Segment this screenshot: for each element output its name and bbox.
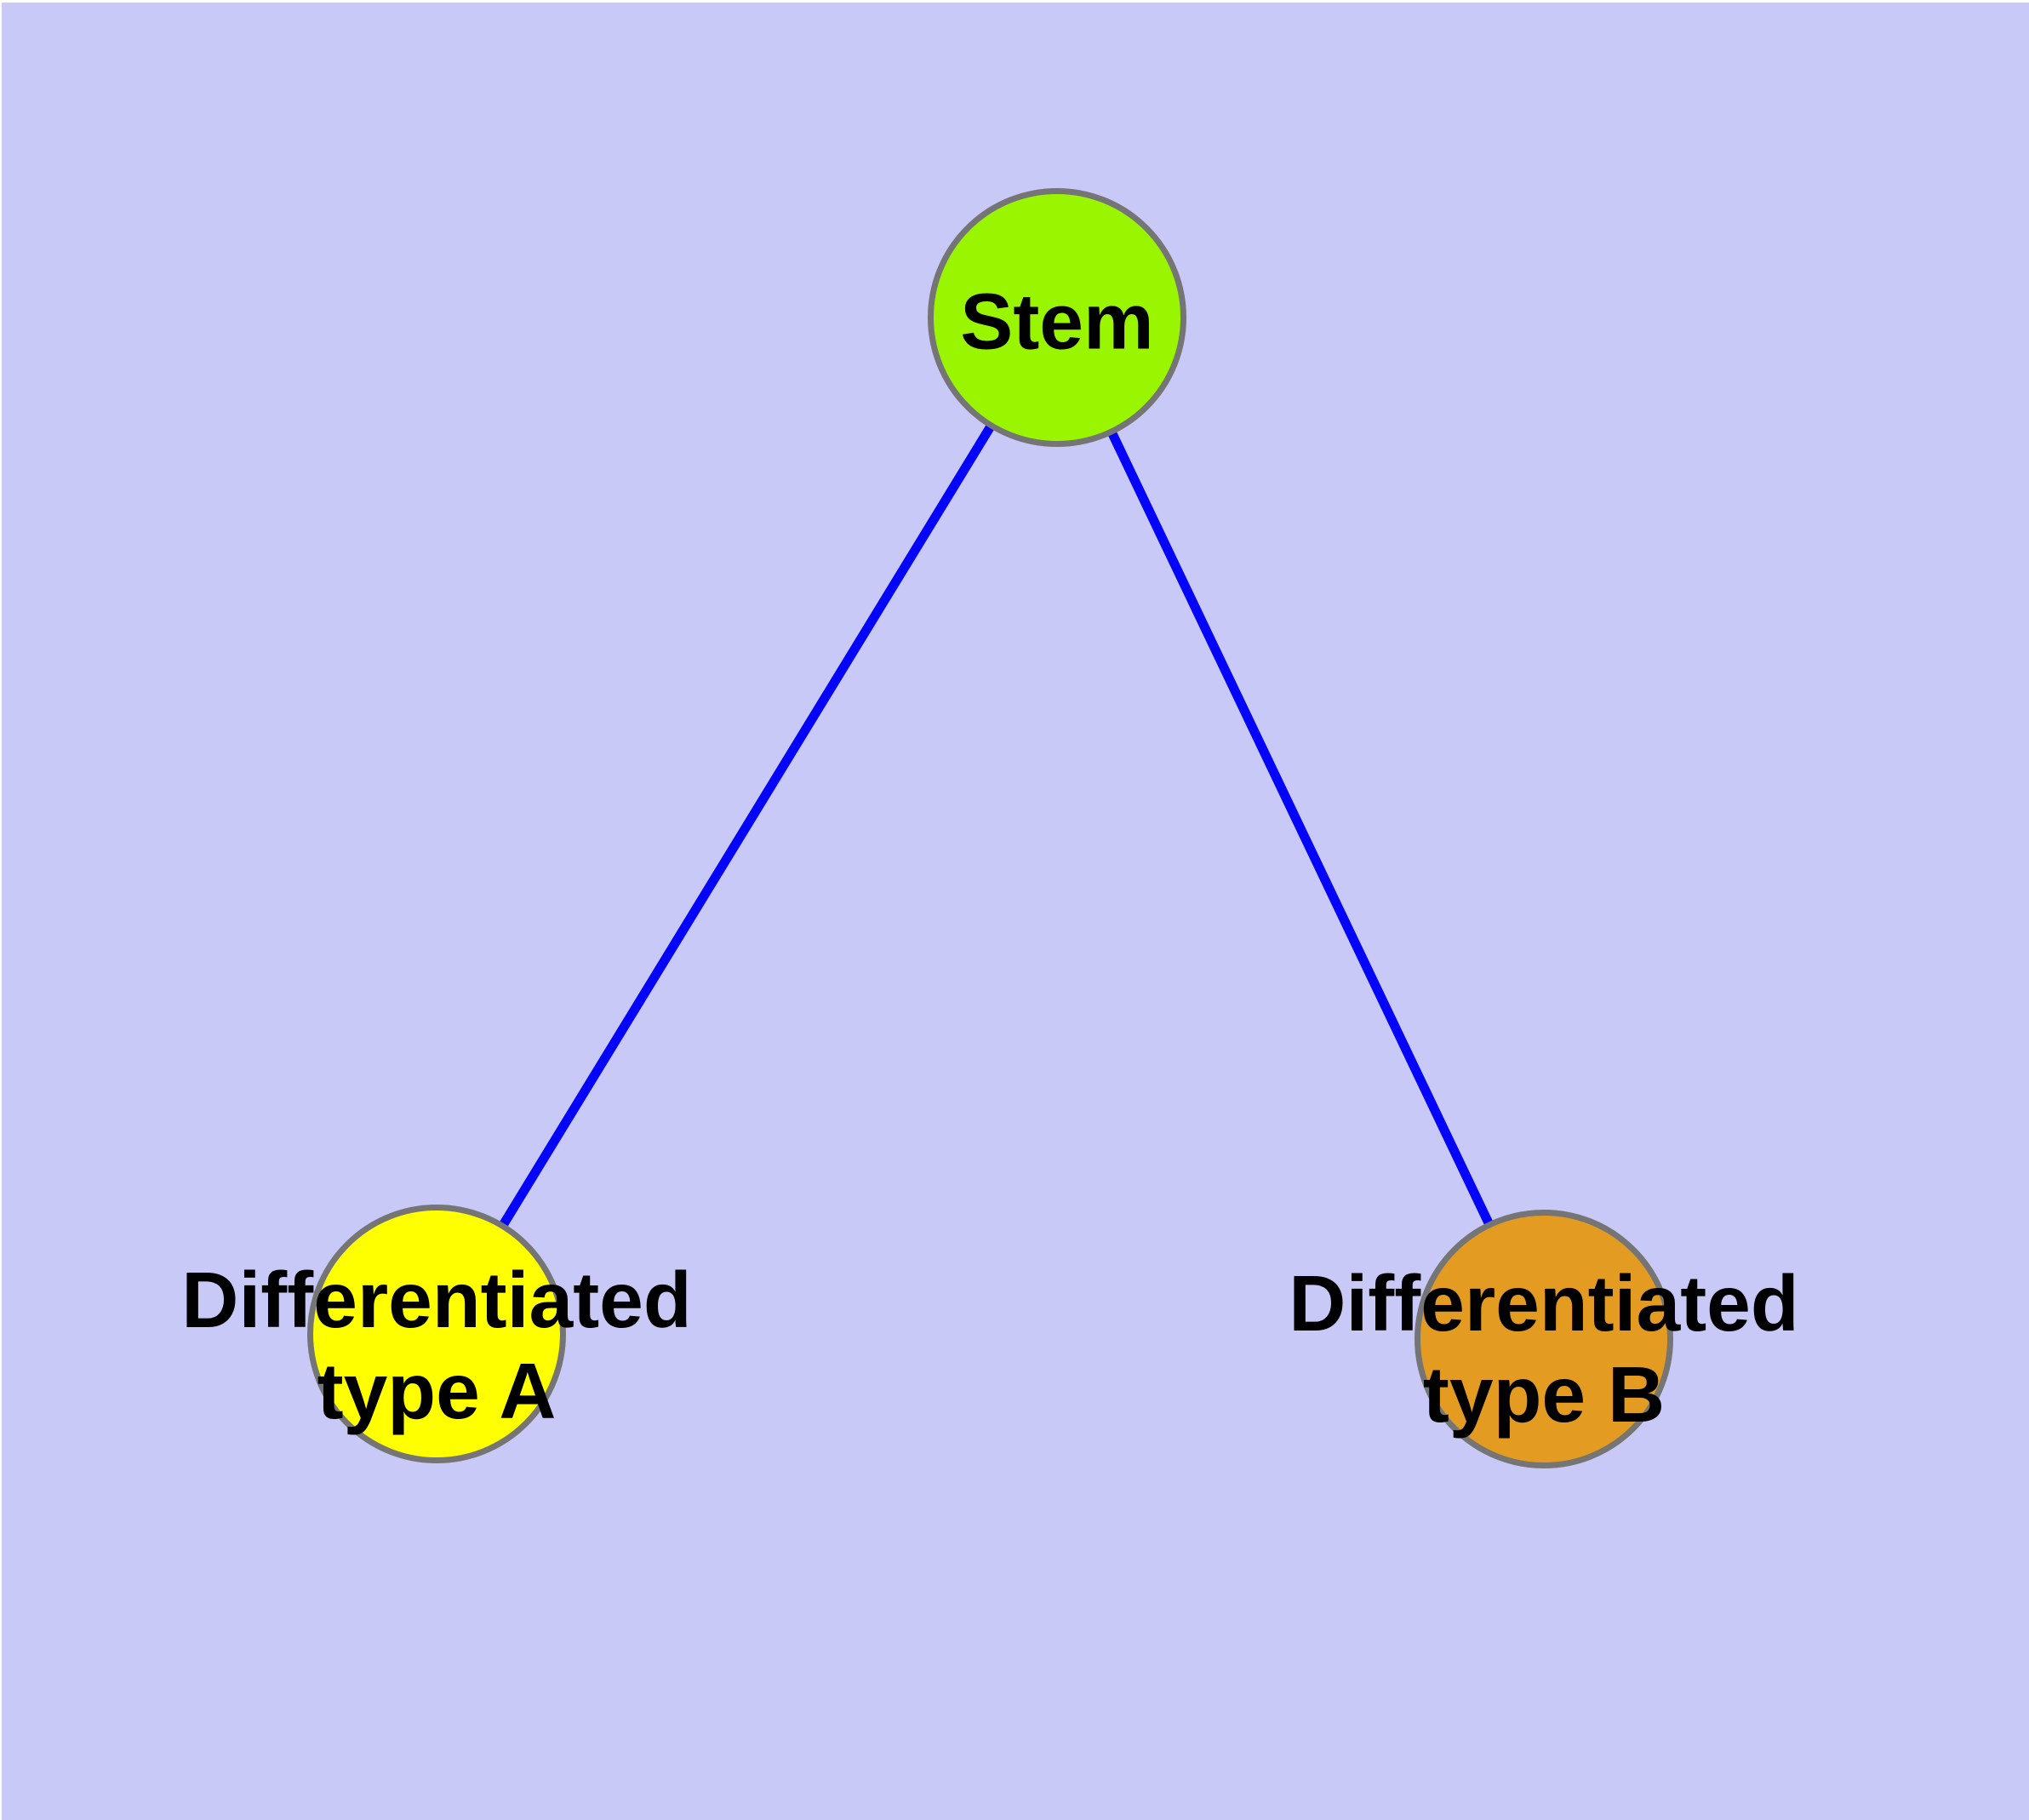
node-differentiated-type-b-label: Differentiated type B bbox=[1289, 1259, 1799, 1439]
node-stem-circle bbox=[928, 188, 1186, 447]
node-differentiated-type-a-label: Differentiated type A bbox=[181, 1256, 692, 1435]
node-differentiated-type-b-circle bbox=[1415, 1210, 1673, 1468]
edge-layer bbox=[432, 315, 1548, 1342]
node-differentiated-type-a-circle bbox=[307, 1205, 566, 1463]
diagram-canvas: Stem Differentiated type A Differentiate… bbox=[2, 3, 2029, 1820]
edge-stem-to-type-b bbox=[1053, 315, 1548, 1342]
node-stem-label: Stem bbox=[960, 277, 1154, 366]
edge-stem-to-type-a bbox=[432, 315, 1061, 1336]
